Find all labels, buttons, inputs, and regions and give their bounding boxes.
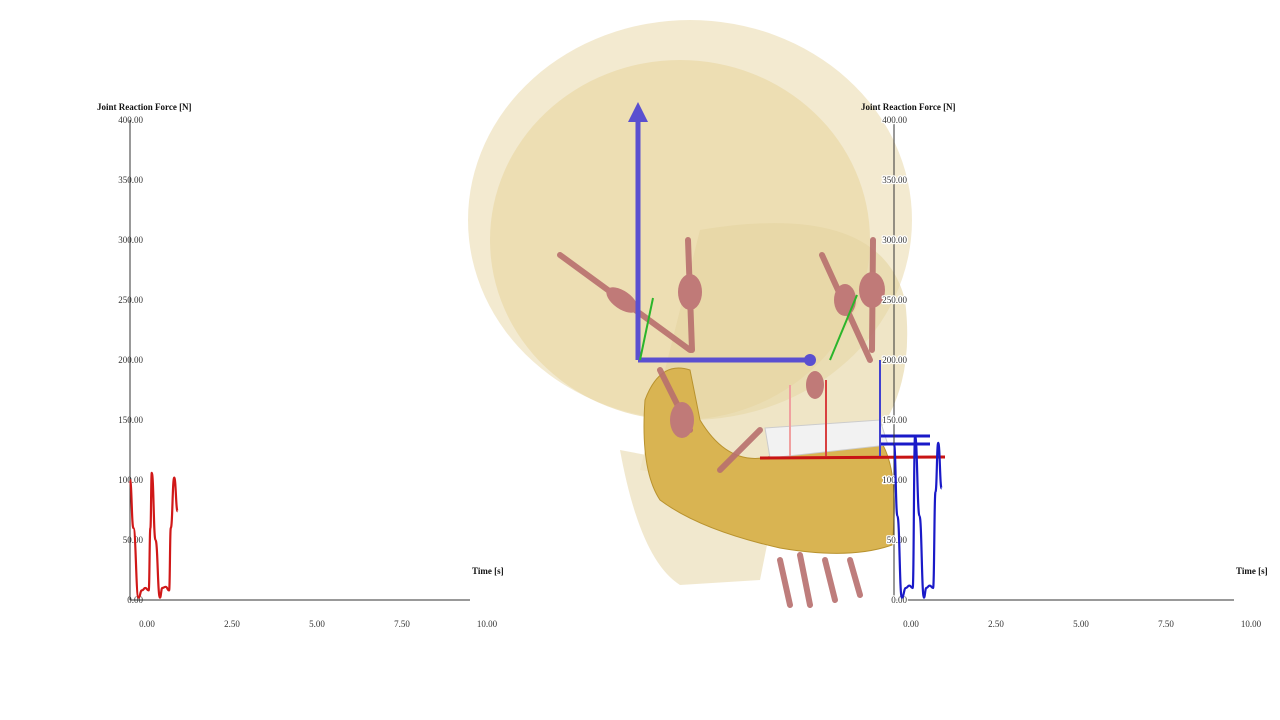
- x-tick-label: 10.00: [477, 619, 498, 629]
- left-chart: 0.0050.00100.00150.00200.00250.00300.003…: [97, 102, 504, 629]
- x-tick-label: 7.50: [394, 619, 410, 629]
- x-axis-title: Time [s]: [1236, 566, 1268, 576]
- x-tick-label: 2.50: [224, 619, 240, 629]
- force-series-line: [892, 434, 943, 599]
- y-tick-label: 50.00: [887, 535, 908, 545]
- x-tick-label: 10.00: [1241, 619, 1262, 629]
- y-tick-label: 300.00: [118, 235, 143, 245]
- y-tick-label: 250.00: [882, 295, 907, 305]
- y-axis-title: Joint Reaction Force [N]: [861, 102, 956, 112]
- right-chart-axes: 0.0050.00100.00150.00200.00250.00300.003…: [861, 102, 1268, 629]
- y-tick-label: 0.00: [127, 595, 143, 605]
- y-axis-title: Joint Reaction Force [N]: [97, 102, 192, 112]
- x-tick-label: 2.50: [988, 619, 1004, 629]
- y-tick-label: 250.00: [118, 295, 143, 305]
- x-tick-label: 7.50: [1158, 619, 1174, 629]
- y-tick-label: 200.00: [882, 355, 907, 365]
- y-tick-label: 300.00: [882, 235, 907, 245]
- y-tick-label: 400.00: [118, 115, 143, 125]
- x-tick-label: 5.00: [309, 619, 325, 629]
- y-tick-label: 350.00: [882, 175, 907, 185]
- y-tick-label: 150.00: [118, 415, 143, 425]
- x-tick-label: 5.00: [1073, 619, 1089, 629]
- y-tick-label: 400.00: [882, 115, 907, 125]
- force-series-line: [128, 471, 179, 599]
- y-tick-label: 50.00: [123, 535, 144, 545]
- mandible: [643, 367, 895, 554]
- skull-3d-render: [468, 20, 946, 608]
- y-tick-label: 0.00: [891, 595, 907, 605]
- y-tick-label: 150.00: [882, 415, 907, 425]
- muscle-bellies: [606, 272, 885, 438]
- x-tick-label: 0.00: [139, 619, 155, 629]
- x-tick-label: 0.00: [903, 619, 919, 629]
- y-tick-label: 200.00: [118, 355, 143, 365]
- right-chart-curve: [892, 434, 943, 599]
- x-axis-title: Time [s]: [472, 566, 504, 576]
- y-tick-label: 350.00: [118, 175, 143, 185]
